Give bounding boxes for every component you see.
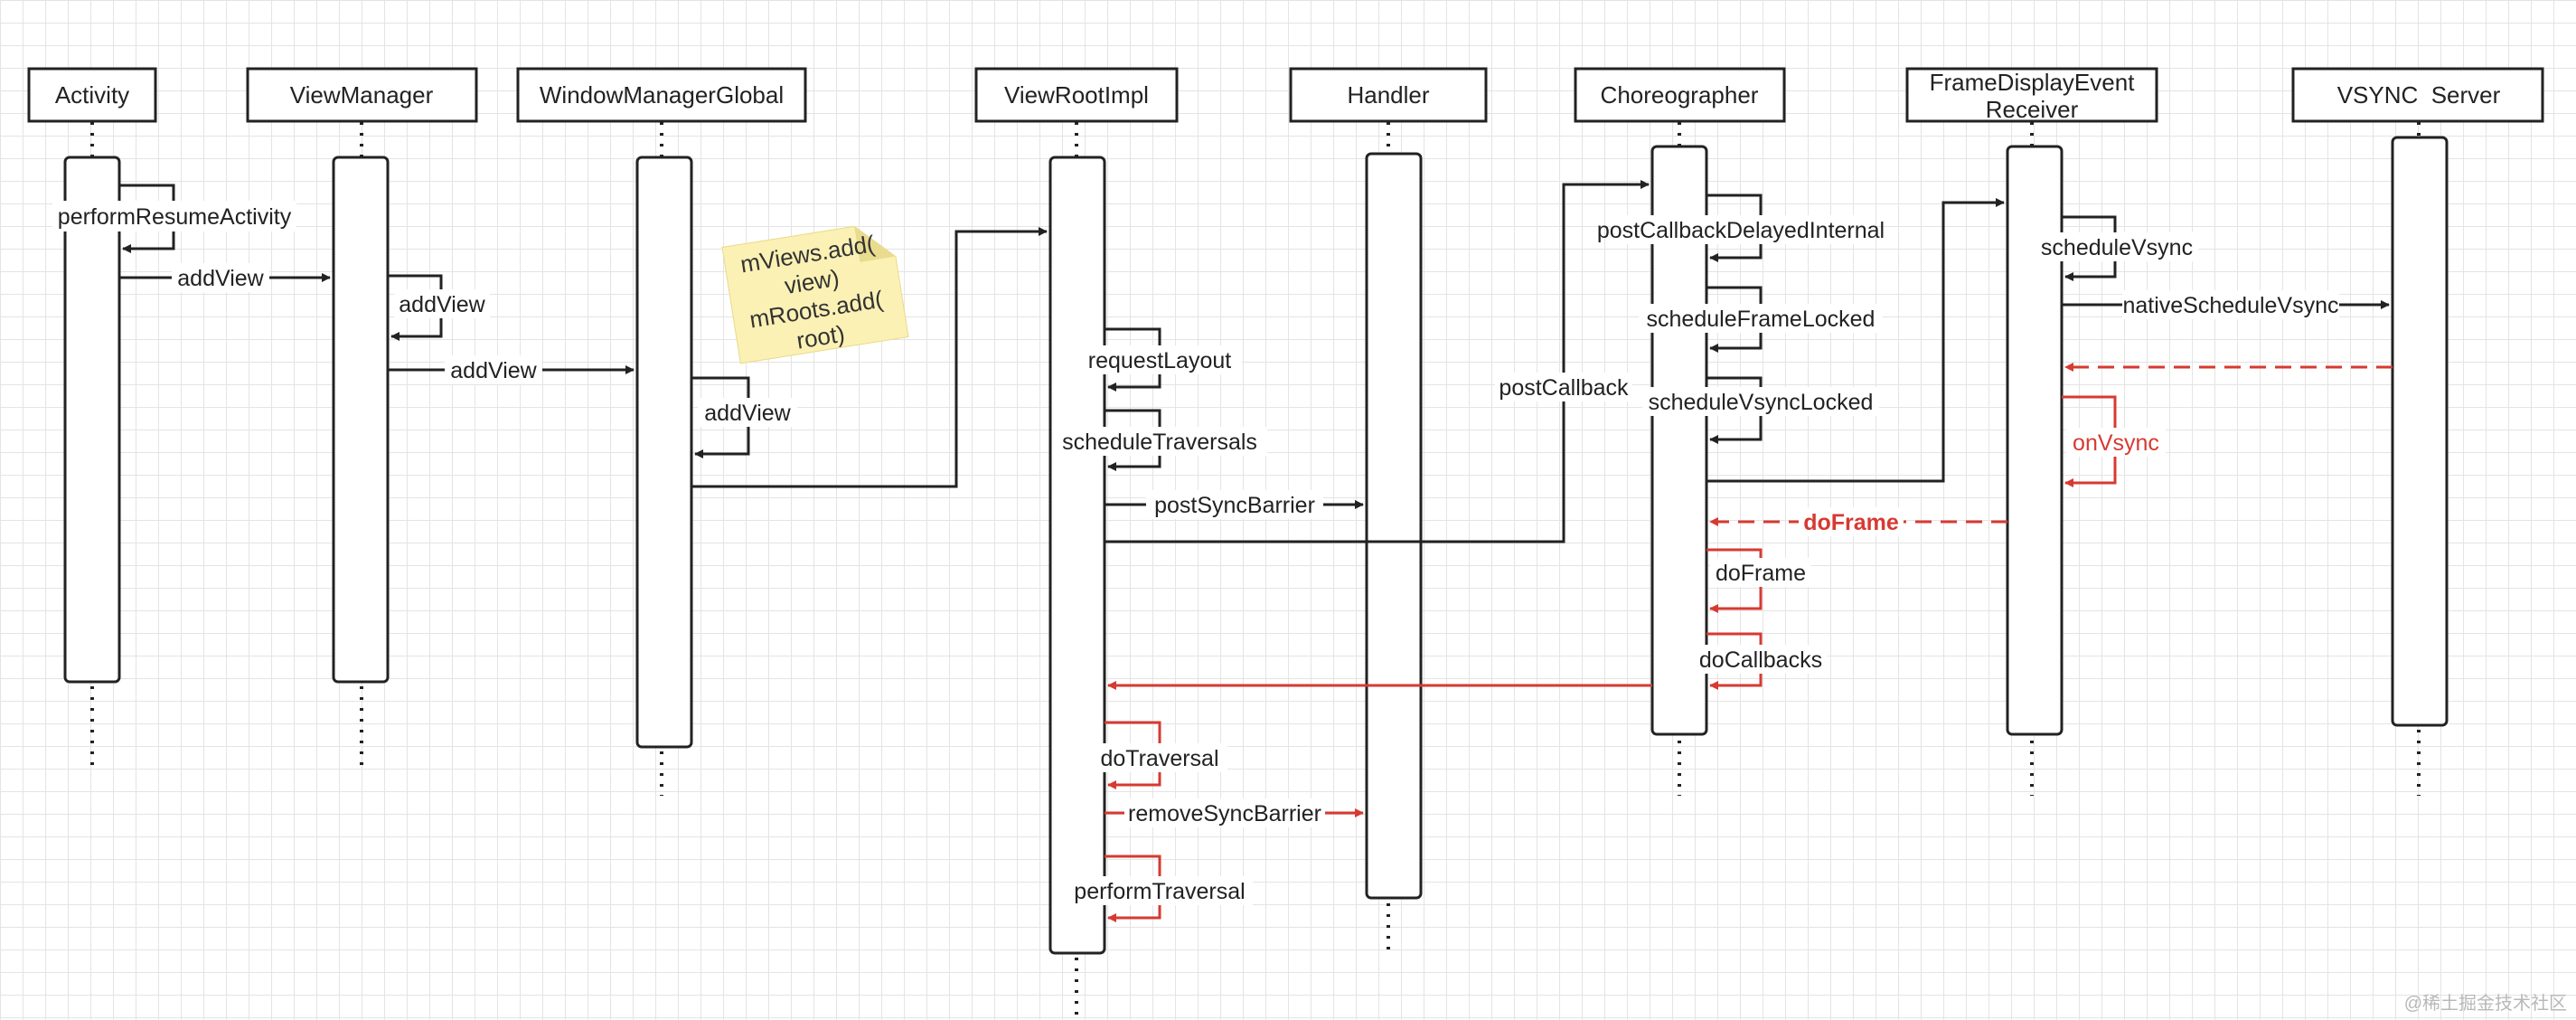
participant-viewmanager-label: ViewManager <box>290 81 434 109</box>
activation-viewmanager <box>332 156 390 684</box>
participant-choreographer-label: Choreographer <box>1601 81 1759 109</box>
participant-viewmanager: ViewManager <box>246 67 478 123</box>
label-schedule-vsync: scheduleVsync <box>2041 235 2193 260</box>
participant-wmglobal-label: WindowManagerGlobal <box>540 81 784 109</box>
activation-choreographer <box>1650 145 1708 736</box>
participant-viewrootimpl: ViewRootImpl <box>974 67 1179 123</box>
participant-handler-label: Handler <box>1347 81 1429 109</box>
participant-choreographer: Choreographer <box>1574 67 1786 123</box>
activation-handler <box>1365 152 1423 900</box>
label-request-layout: requestLayout <box>1088 348 1232 373</box>
participant-activity-label: Activity <box>55 81 129 109</box>
label-remove-sync-barrier: removeSyncBarrier <box>1128 801 1321 826</box>
participant-fder-label-line1: FrameDisplayEvent <box>1930 69 2136 96</box>
label-native-schedule-vsync: nativeScheduleVsync <box>2122 293 2338 318</box>
activation-activity <box>63 156 121 684</box>
label-on-vsync: onVsync <box>2073 430 2159 456</box>
msg-wmglobal-to-viewrootimpl <box>691 227 1048 488</box>
label-add-view-4: addView <box>704 401 791 426</box>
participant-fder: FrameDisplayEvent Receiver <box>1905 67 2158 123</box>
watermark: @稀土掘金技术社区 <box>2404 993 2567 1014</box>
label-do-callbacks: doCallbacks <box>1699 647 1822 673</box>
label-schedule-traversals: scheduleTraversals <box>1062 430 1257 455</box>
label-perform-traversal: performTraversal <box>1074 879 1245 904</box>
activation-viewrootimpl <box>1048 156 1106 955</box>
participant-handler: Handler <box>1289 67 1488 123</box>
sticky-note: mViews.add( view) mRoots.add( root) <box>721 225 909 364</box>
label-do-frame-bold: doFrame <box>1803 510 1899 535</box>
label-post-callback: postCallback <box>1499 375 1629 401</box>
activation-fder <box>2006 145 2064 736</box>
label-do-frame: doFrame <box>1716 561 1806 586</box>
label-schedule-frame-locked: scheduleFrameLocked <box>1647 307 1876 332</box>
msg-post-callback <box>1105 180 1650 543</box>
label-add-view-3: addView <box>450 358 537 383</box>
label-add-view-2: addView <box>399 292 485 317</box>
label-post-callback-delayed-internal: postCallbackDelayedInternal <box>1597 218 1885 243</box>
participant-viewrootimpl-label: ViewRootImpl <box>1004 81 1149 109</box>
label-perform-resume-activity: performResumeActivity <box>58 204 292 230</box>
participant-fder-label-line2: Receiver <box>1986 96 2079 123</box>
msg-choreographer-to-fder <box>1706 198 2005 483</box>
participant-wmglobal: WindowManagerGlobal <box>516 67 807 123</box>
label-add-view-1: addView <box>177 266 264 291</box>
label-schedule-vsync-locked: scheduleVsyncLocked <box>1649 390 1874 415</box>
participant-vsync-label: VSYNC Server <box>2337 81 2501 109</box>
label-post-sync-barrier: postSyncBarrier <box>1154 493 1315 518</box>
participant-vsync: VSYNC Server <box>2291 67 2544 123</box>
activation-wmglobal <box>635 156 693 749</box>
label-do-traversal: doTraversal <box>1100 746 1218 771</box>
activation-vsync <box>2391 136 2449 727</box>
participant-activity: Activity <box>27 67 157 123</box>
